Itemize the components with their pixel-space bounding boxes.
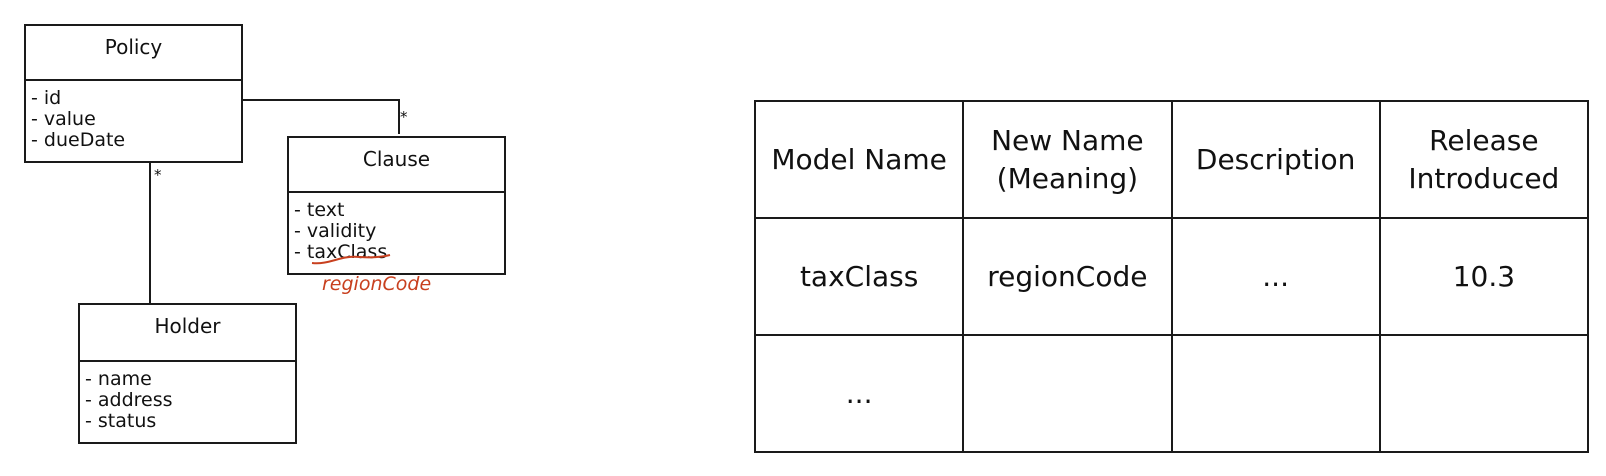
table-cell: 10.3 — [1378, 217, 1590, 336]
rename-table: Model Name New Name(Meaning) Description… — [753, 100, 1590, 453]
class-policy-attr-duedate: - dueDate — [31, 129, 126, 151]
strikethrough-mark — [311, 254, 391, 265]
table-cell — [1378, 334, 1590, 453]
table-cell: ... — [753, 334, 965, 453]
class-clause-name: Clause — [289, 138, 504, 193]
class-clause-attr-text: - text — [294, 199, 345, 221]
class-policy: Policy - id - value - dueDate — [24, 24, 243, 163]
policy-holder-multiplicity: * — [154, 166, 162, 184]
policy-clause-association — [243, 99, 400, 134]
class-policy-attr-id: - id — [31, 87, 62, 109]
class-holder-attributes: - name - address - status — [80, 362, 295, 432]
table-row: ... — [753, 334, 1590, 453]
table-header-row: Model Name New Name(Meaning) Description… — [753, 100, 1590, 219]
class-holder-name: Holder — [80, 305, 295, 362]
header-new-name: New Name(Meaning) — [962, 100, 1173, 219]
class-policy-attr-value: - value — [31, 108, 96, 130]
class-policy-attributes: - id - value - dueDate — [26, 81, 241, 151]
table-cell — [1170, 334, 1381, 453]
class-clause-attr-validity: - validity — [294, 220, 377, 242]
header-description: Description — [1170, 100, 1381, 219]
class-clause: Clause - text - validity - taxClass — [287, 136, 506, 275]
class-holder: Holder - name - address - status — [78, 303, 297, 444]
table-cell — [962, 334, 1173, 453]
class-holder-attr-name: - name — [85, 368, 152, 390]
class-holder-attr-status: - status — [85, 410, 157, 432]
class-clause-attr-taxclass-row: - taxClass — [294, 242, 504, 265]
policy-clause-multiplicity: * — [400, 108, 408, 126]
rename-annotation: regionCode — [322, 273, 432, 295]
table-row: taxClass regionCode ... 10.3 — [753, 217, 1590, 336]
table-cell: taxClass — [753, 217, 965, 336]
class-policy-name: Policy — [26, 26, 241, 81]
table-cell: regionCode — [962, 217, 1173, 336]
table-cell: ... — [1170, 217, 1381, 336]
class-holder-attr-address: - address — [85, 389, 173, 411]
header-model-name: Model Name — [753, 100, 965, 219]
class-clause-attributes: - text - validity - taxClass — [289, 193, 504, 265]
